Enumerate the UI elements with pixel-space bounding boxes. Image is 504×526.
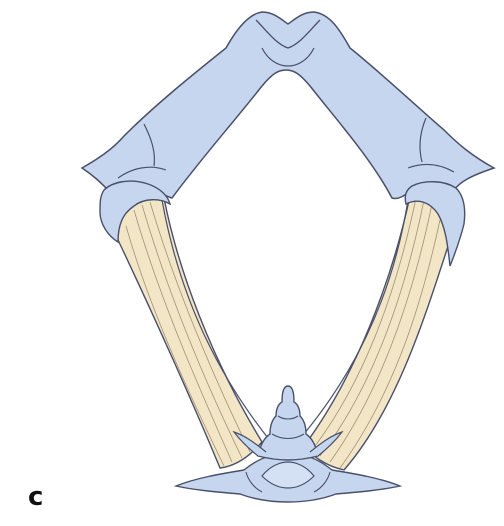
left-ligament	[117, 192, 262, 468]
panel-label: c	[28, 484, 43, 510]
upper-bone-arch	[82, 12, 494, 199]
right-ligament	[304, 192, 451, 471]
